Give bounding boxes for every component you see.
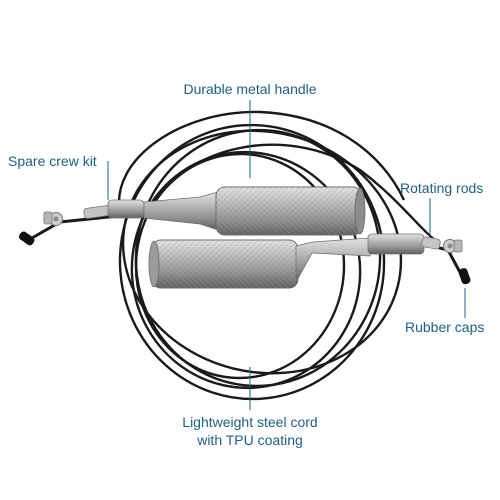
label-steel-cord: Lightweight steel cord with TPU coating <box>150 413 350 449</box>
right-rubber-cap <box>458 268 471 285</box>
label-rubber-caps: Rubber caps <box>405 319 485 335</box>
leader-lines <box>107 100 466 410</box>
label-rotating-rods: Rotating rods <box>400 180 484 196</box>
upper-handle <box>107 186 366 236</box>
label-steel-cord-line1: Lightweight steel cord <box>182 414 318 430</box>
label-steel-cord-line2: with TPU coating <box>197 432 303 448</box>
label-durable-metal-handle: Durable metal handle <box>183 81 317 97</box>
left-rubber-cap <box>18 231 35 246</box>
label-spare-crew-kit: Spare crew kit <box>8 153 97 169</box>
left-rotating-rod <box>31 205 129 240</box>
right-rotating-rod <box>421 236 464 277</box>
lower-handle <box>148 233 425 289</box>
